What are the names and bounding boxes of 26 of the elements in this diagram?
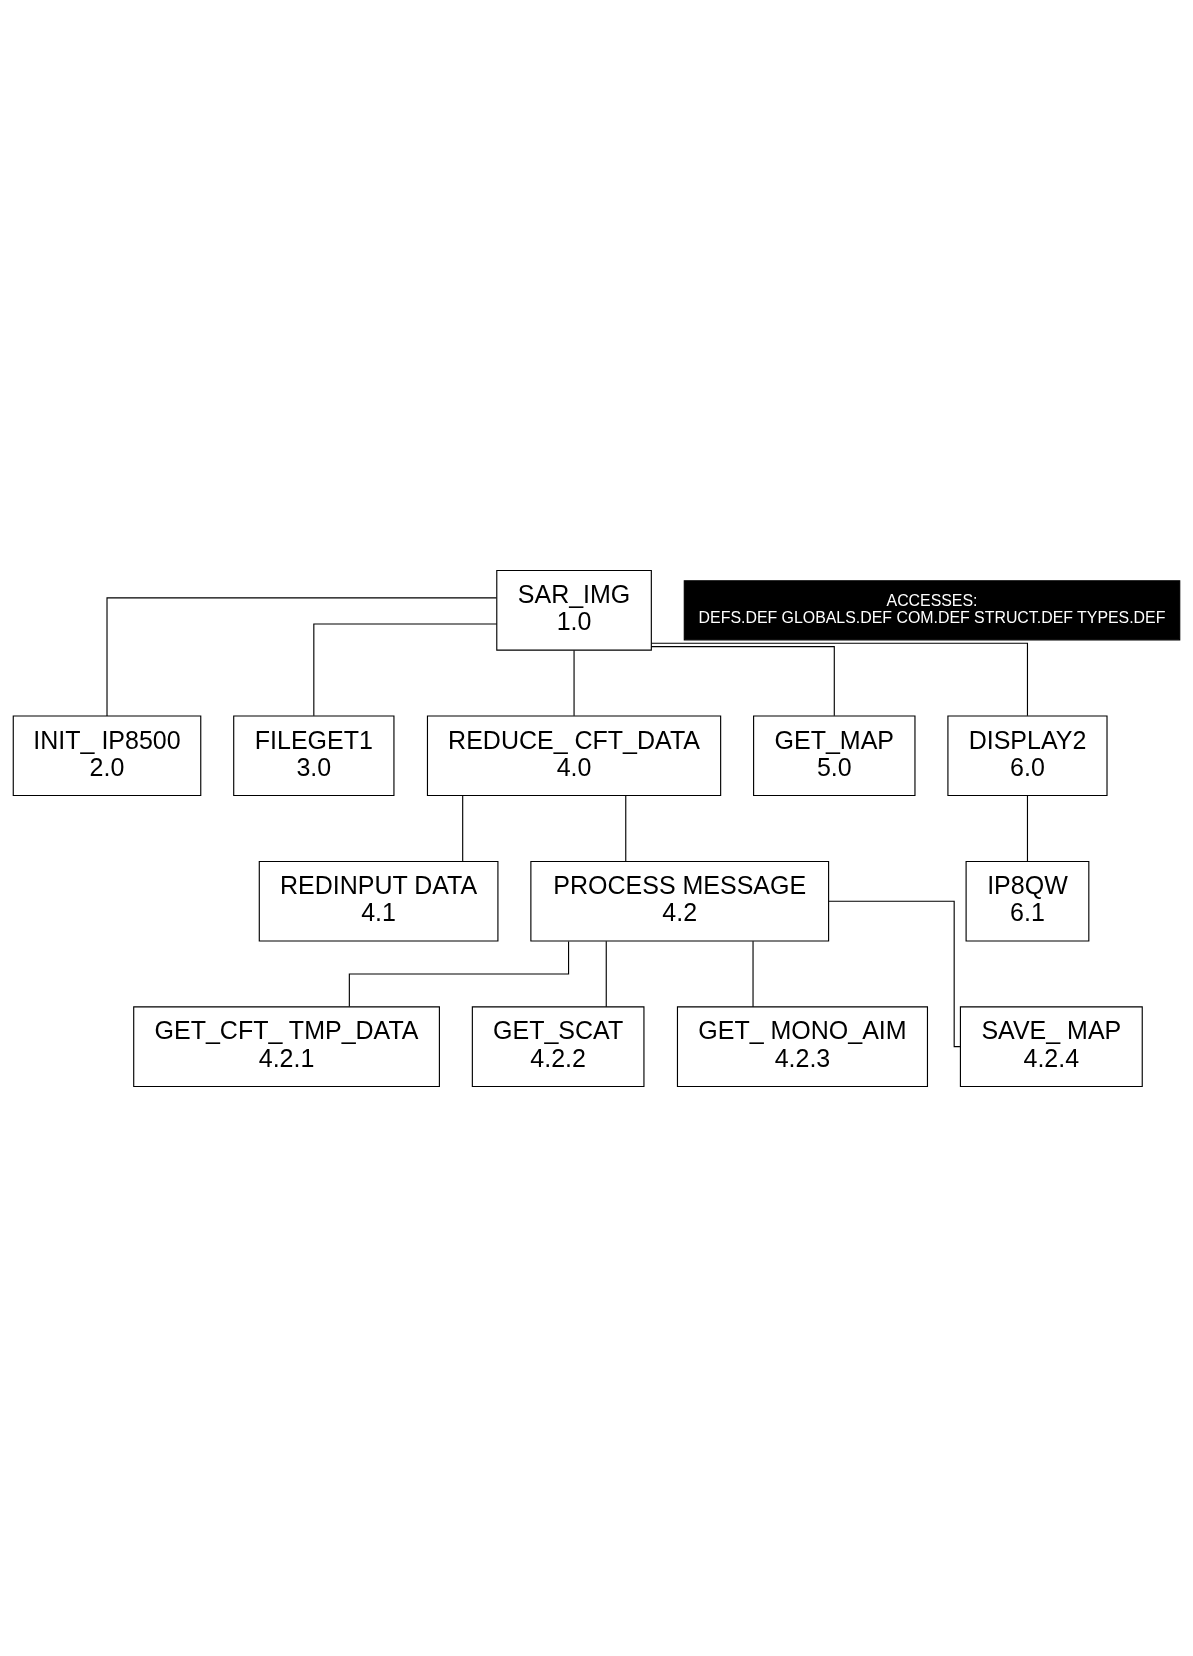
node-box: GET_SCAT 4.2.2 bbox=[471, 1005, 645, 1087]
connector bbox=[106, 596, 497, 716]
connector bbox=[573, 649, 575, 716]
node-box: SAVE_ MAP 4.2.4 bbox=[959, 1005, 1143, 1087]
connector bbox=[348, 940, 570, 1007]
node-box: GET_ MONO_AIM 4.2.3 bbox=[676, 1005, 929, 1087]
node-box: SAR_IMG 1.0 bbox=[496, 569, 652, 651]
node-box: PROCESS MESSAGE 4.2 bbox=[530, 860, 830, 942]
node-box: FILEGET1 3.0 bbox=[233, 714, 395, 796]
node-box: IP8QW 6.1 bbox=[965, 860, 1090, 942]
node-box: INIT_ IP8500 2.0 bbox=[12, 714, 202, 796]
connector bbox=[828, 900, 961, 1047]
node-box: GET_CFT_ TMP_DATA 4.2.1 bbox=[133, 1005, 440, 1087]
node-box: ACCESSES: DEFS.DEF GLOBALS.DEF COM.DEF STRUCT.DEF TYPES.DEF bbox=[683, 579, 1181, 640]
node-box: DISPLAY2 6.0 bbox=[947, 714, 1108, 796]
connector bbox=[625, 794, 627, 862]
connector bbox=[313, 622, 498, 716]
connector bbox=[752, 940, 754, 1007]
node-box: REDUCE_ CFT_DATA 4.0 bbox=[426, 714, 722, 796]
connector bbox=[605, 940, 607, 1007]
connector bbox=[1026, 794, 1029, 862]
connector bbox=[462, 794, 464, 862]
connector bbox=[650, 645, 835, 716]
connector bbox=[650, 642, 1029, 716]
node-box: REDINPUT DATA 4.1 bbox=[258, 860, 499, 942]
node-box: GET_MAP 5.0 bbox=[753, 714, 916, 796]
